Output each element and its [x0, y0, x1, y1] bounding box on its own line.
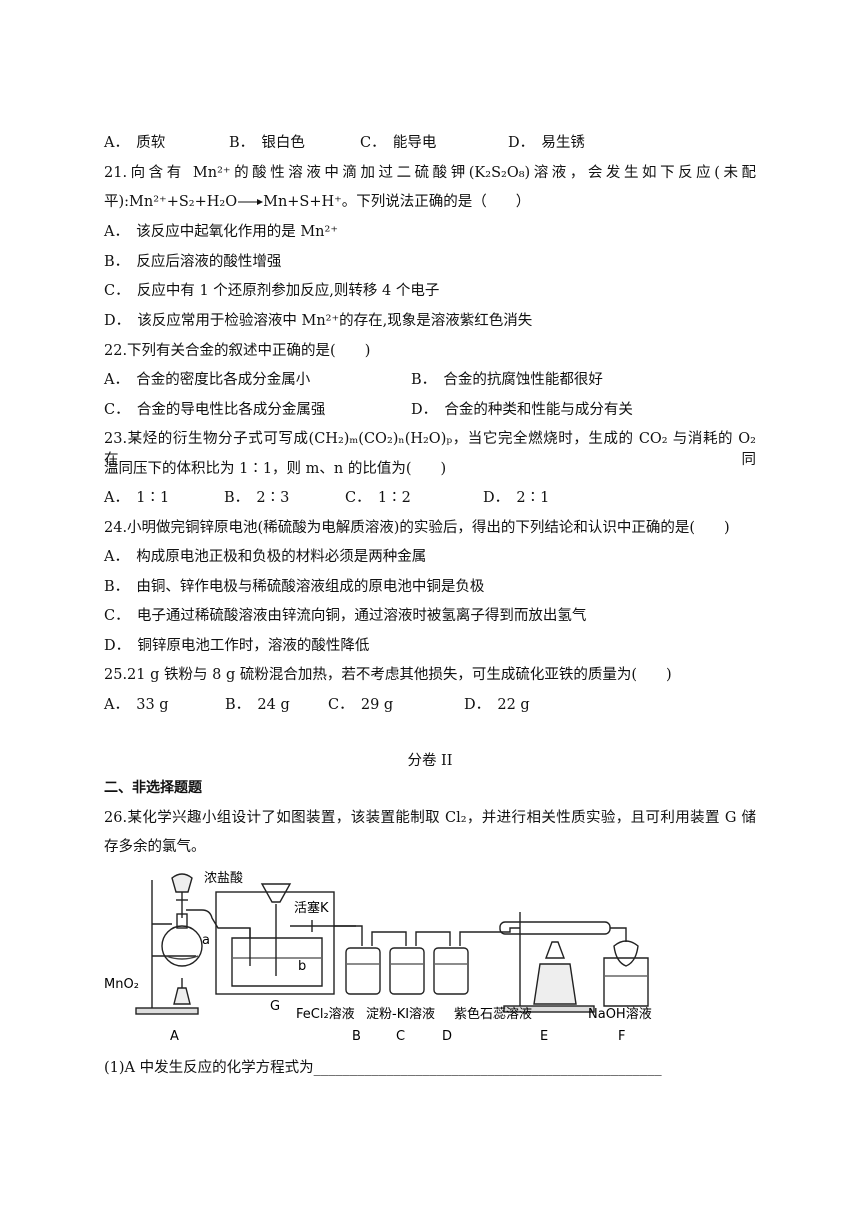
q26-stem-line1: 26.某化学兴趣小组设计了如图装置，该装置能制取 Cl₂，并进行相关性质实验，且… [104, 810, 756, 826]
q25-stem: 25.21 g 铁粉与 8 g 硫粉混合加热，若不考虑其他损失，可生成硫化亚铁的… [104, 667, 672, 683]
q23-option-c: C． 1∶2 [345, 490, 411, 506]
q24-option-c: C． 电子通过稀硫酸溶液由锌流向铜，通过溶液时被氢离子得到而放出氢气 [104, 608, 587, 624]
q26-stem-line2: 存多余的氯气。 [104, 839, 206, 855]
letter-f: F [618, 1029, 625, 1044]
q23-option-a: A． 1∶1 [104, 490, 170, 506]
q25-option-c: C． 29 g [328, 697, 394, 713]
letter-a: A [170, 1029, 179, 1044]
q20-option-d: D． 易生锈 [508, 135, 585, 151]
label-hcl: 浓盐酸 [204, 871, 243, 886]
q21-option-b: B． 反应后溶液的酸性增强 [104, 254, 282, 270]
reaction-arrow-icon [238, 199, 264, 205]
q20-options: A． 质软 B． 银白色 C． 能导电 D． 易生锈 [104, 131, 585, 152]
q24-option-a: A． 构成原电池正极和负极的材料必须是两种金属 [104, 549, 427, 565]
q21-equation-right: Mn+S+H⁺。下列说法正确的是（ ） [263, 194, 531, 210]
letter-e: E [540, 1029, 548, 1044]
q25-option-b: B． 24 g [225, 697, 290, 713]
q21-equation-left: 平):Mn²⁺+S₂+H₂O [104, 194, 238, 210]
q24-option-d: D． 铜锌原电池工作时，溶液的酸性降低 [104, 638, 370, 654]
label-naoh: NaOH溶液 [588, 1007, 652, 1022]
q24-option-b: B． 由铜、锌作电极与稀硫酸溶液组成的原电池中铜是负极 [104, 579, 485, 595]
q22-option-a: A． 合金的密度比各成分金属小 [104, 372, 311, 388]
q26-sub1: (1)A 中发生反应的化学方程式为_______________________… [104, 1060, 662, 1076]
q21-option-c: C． 反应中有 1 个还原剂参加反应,则转移 4 个电子 [104, 283, 440, 299]
q20-option-b: B． 银白色 [229, 135, 305, 151]
q22-option-d: D． 合金的种类和性能与成分有关 [411, 402, 633, 418]
q24-stem: 24.小明做完铜锌原电池(稀硫酸为电解质溶液)的实验后，得出的下列结论和认识中正… [104, 520, 730, 536]
q23-options: A． 1∶1 B． 2∶3 C． 1∶2 D． 2∶1 [104, 486, 549, 507]
q20-option-c: C． 能导电 [360, 135, 437, 151]
label-a: a [202, 933, 210, 948]
q21-stem-line2: 平):Mn²⁺+S₂+H₂O Mn+S+H⁺。下列说法正确的是（ ） [104, 190, 530, 211]
q25-options: A． 33 g B． 24 g C． 29 g D． 22 g [104, 693, 530, 714]
label-fecl2: FeCl₂溶液 [296, 1007, 355, 1022]
label-ki: 淀粉-KI溶液 [366, 1007, 435, 1022]
letter-d: D [442, 1029, 452, 1044]
q21-option-a: A． 该反应中起氧化作用的是 Mn²⁺ [104, 224, 338, 240]
q22-option-b: B． 合金的抗腐蚀性能都很好 [411, 372, 603, 388]
q23-stem-line1: 23.某烃的衍生物分子式可写成(CH₂)ₘ(CO₂)ₙ(H₂O)ₚ，当它完全燃烧… [104, 431, 756, 468]
q25-option-d: D． 22 g [464, 697, 530, 713]
q20-option-a: A． 质软 [104, 135, 166, 151]
label-b: b [298, 959, 306, 974]
q23-option-b: B． 2∶3 [224, 490, 290, 506]
label-g: G [270, 999, 280, 1014]
section-heading: 二、非选择题题 [104, 780, 202, 796]
letter-b: B [352, 1029, 361, 1044]
q22-option-c: C． 合金的导电性比各成分金属强 [104, 402, 326, 418]
q23-option-d: D． 2∶1 [483, 490, 550, 506]
label-litmus: 紫色石蕊溶液 [454, 1006, 532, 1022]
q22-options-row2: C． 合金的导电性比各成分金属强 D． 合金的种类和性能与成分有关 [104, 398, 633, 419]
q23-stem-line2: 温同压下的体积比为 1∶1，则 m、n 的比值为( ) [104, 461, 447, 477]
q22-stem: 22.下列有关合金的叙述中正确的是( ) [104, 343, 371, 359]
apparatus-diagram: 浓盐酸 活塞K a b MnO₂ G FeCl₂溶液 淀粉-KI溶液 紫色石蕊溶… [104, 871, 652, 1044]
q25-option-a: A． 33 g [104, 697, 169, 713]
q21-stem-line1: 21.向含有 Mn²⁺的酸性溶液中滴加过二硫酸钾(K₂S₂O₈)溶液，会发生如下… [104, 165, 756, 181]
letter-c: C [396, 1029, 405, 1044]
section-title: 分卷 II [407, 753, 453, 769]
q21-option-d: D． 该反应常用于检验溶液中 Mn²⁺的存在,现象是溶液紫红色消失 [104, 313, 533, 329]
label-mno2: MnO₂ [104, 977, 139, 992]
q22-options-row1: A． 合金的密度比各成分金属小 B． 合金的抗腐蚀性能都很好 [104, 368, 603, 389]
label-valve-k: 活塞K [294, 900, 329, 916]
